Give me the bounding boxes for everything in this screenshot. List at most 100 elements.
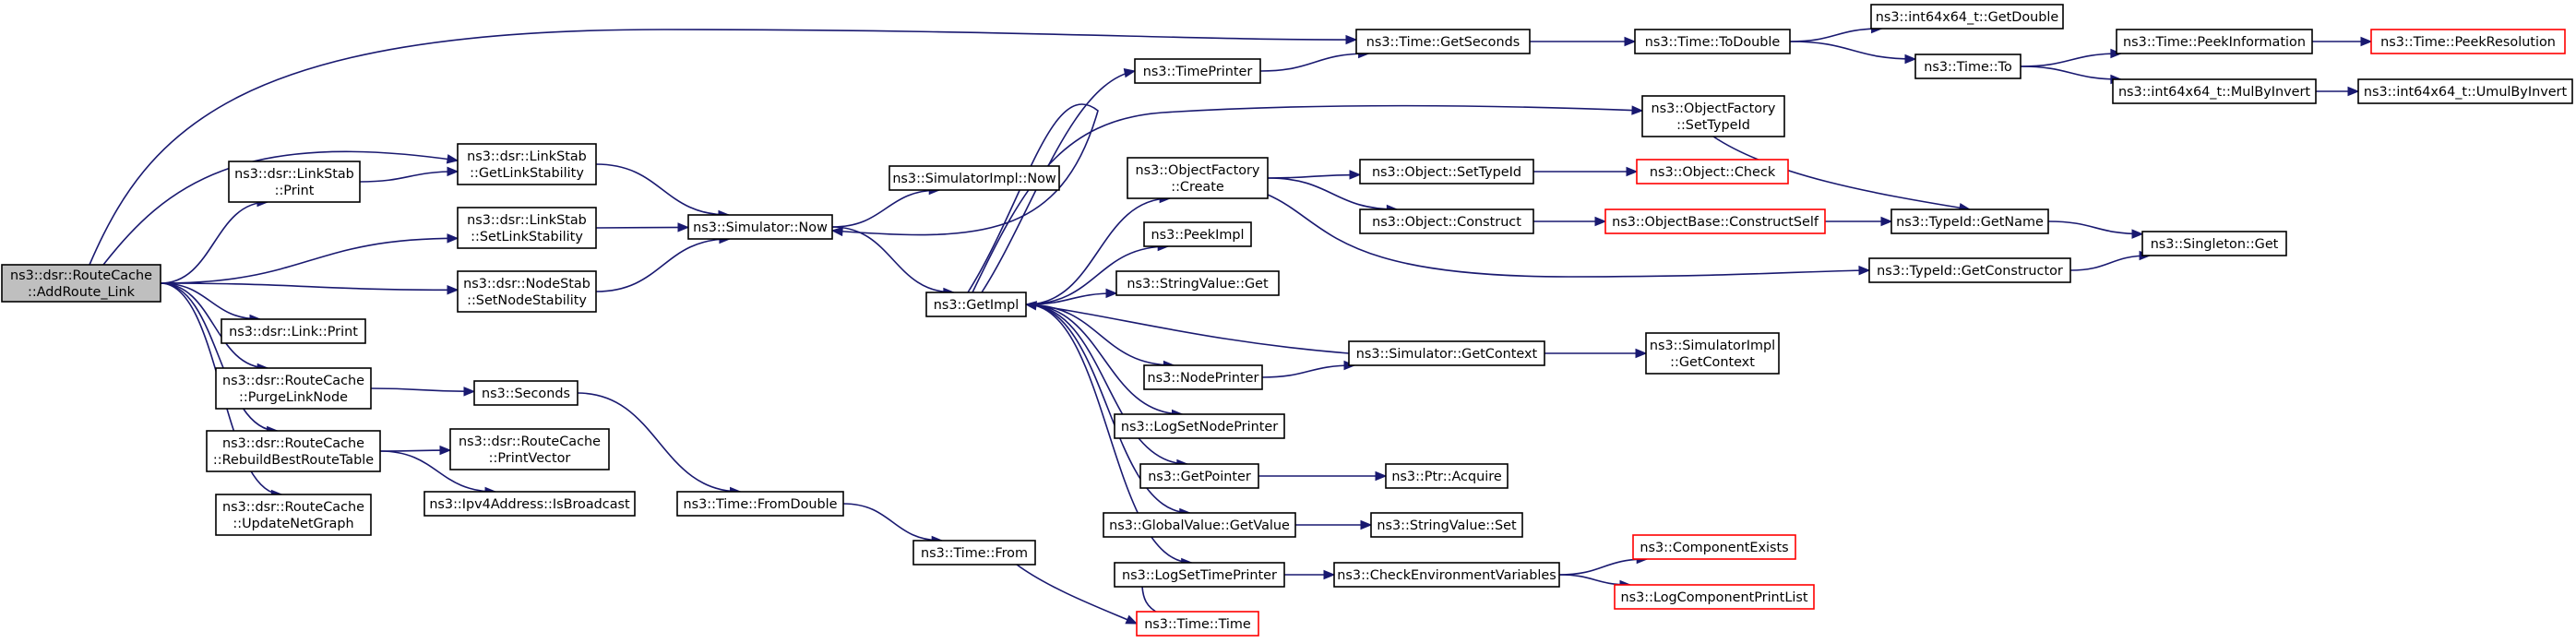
edge-n_todouble-to-n_timeto bbox=[1789, 41, 1917, 65]
node-logsettime[interactable]: ns3::LogSetTimePrinter bbox=[1114, 562, 1285, 588]
edge-n_typeidgetctor-to-n_singletonget bbox=[2069, 250, 2152, 271]
edge-arrowhead bbox=[1024, 301, 1038, 311]
node-label: ns3::SimulatorImpl::Now bbox=[892, 172, 1056, 186]
edge-arrowhead bbox=[1125, 614, 1139, 625]
node-box bbox=[449, 428, 610, 470]
node-setlinkstab[interactable]: ns3::dsr::LinkStab::SetLinkStability bbox=[457, 207, 597, 249]
node-ofcreate[interactable]: ns3::ObjectFactory::Create bbox=[1127, 157, 1269, 199]
node-peekres[interactable]: ns3::Time::PeekResolution bbox=[2370, 29, 2566, 54]
edge-line bbox=[102, 150, 459, 266]
node-label: ns3::Time::Time bbox=[1144, 617, 1251, 632]
edge-n_constructself-to-n_typeidgetname bbox=[1825, 216, 1893, 227]
node-rebuild[interactable]: ns3::dsr::RouteCache::RebuildBestRouteTa… bbox=[206, 430, 381, 472]
node-box bbox=[1359, 208, 1534, 234]
node-box bbox=[1634, 29, 1791, 54]
node-addroute[interactable]: ns3::dsr::RouteCache::AddRoute_Link bbox=[1, 264, 161, 303]
edge-n_getlinkstab-to-n_simnow bbox=[595, 163, 731, 220]
edge-line bbox=[1025, 304, 1175, 366]
node-ptracquire[interactable]: ns3::Ptr::Acquire bbox=[1385, 463, 1509, 489]
node-label: ::UpdateNetGraph bbox=[233, 517, 353, 531]
node-label: ns3::Ipv4Address::IsBroadcast bbox=[429, 497, 630, 512]
node-todouble[interactable]: ns3::Time::ToDouble bbox=[1634, 29, 1791, 54]
node-getpointer[interactable]: ns3::GetPointer bbox=[1139, 463, 1259, 489]
edge-arrowhead bbox=[463, 387, 476, 397]
node-dsrlinkstab_print[interactable]: ns3::dsr::LinkStab::Print bbox=[228, 161, 361, 203]
node-purge[interactable]: ns3::dsr::RouteCache::PurgeLinkNode bbox=[215, 367, 372, 410]
node-label: ::PurgeLinkNode bbox=[239, 390, 348, 405]
node-simimplctx[interactable]: ns3::SimulatorImpl::GetContext bbox=[1645, 332, 1780, 375]
node-mulbyinvert[interactable]: ns3::int64x64_t::MulByInvert bbox=[2112, 78, 2317, 104]
node-strvalset[interactable]: ns3::StringValue::Set bbox=[1370, 512, 1523, 538]
node-simnow[interactable]: ns3::Simulator::Now bbox=[687, 214, 833, 240]
node-getlinkstab[interactable]: ns3::dsr::LinkStab::GetLinkStability bbox=[457, 143, 597, 185]
node-timetime[interactable]: ns3::Time::Time bbox=[1136, 611, 1259, 637]
edge-arrowhead bbox=[2360, 36, 2373, 47]
node-label: ns3::Seconds bbox=[482, 387, 570, 401]
node-objconstruct[interactable]: ns3::Object::Construct bbox=[1359, 208, 1534, 234]
node-compexists[interactable]: ns3::ComponentExists bbox=[1632, 534, 1796, 560]
node-gvgetvalue[interactable]: ns3::GlobalValue::GetValue bbox=[1103, 512, 1296, 538]
node-ofsettypeid[interactable]: ns3::ObjectFactory::SetTypeId bbox=[1641, 95, 1785, 137]
edge-arrowhead bbox=[1323, 569, 1336, 580]
node-label: ns3::Singleton::Get bbox=[2151, 237, 2279, 252]
edge-line bbox=[1025, 304, 1192, 564]
node-box bbox=[457, 207, 597, 249]
edge-line bbox=[160, 201, 268, 284]
node-peekinfo[interactable]: ns3::Time::PeekInformation bbox=[2116, 29, 2313, 54]
node-singletonget[interactable]: ns3::Singleton::Get bbox=[2141, 231, 2287, 256]
edge-n_getseconds-to-n_todouble bbox=[1530, 36, 1637, 47]
node-simgetctx[interactable]: ns3::Simulator::GetContext bbox=[1348, 340, 1545, 366]
edge-arrowhead bbox=[1624, 36, 1637, 47]
edge-n_objconstruct-to-n_constructself bbox=[1533, 216, 1607, 227]
edge-n_getimpl-to-n_ofsettypeid bbox=[972, 104, 1644, 293]
node-getimpl[interactable]: ns3::GetImpl bbox=[925, 292, 1027, 317]
node-typeidgetname[interactable]: ns3::TypeId::GetName bbox=[1890, 208, 2049, 234]
edge-n_ofcreate-to-n_typeidgetctor bbox=[1267, 194, 1871, 278]
node-isbroadcast[interactable]: ns3::Ipv4Address::IsBroadcast bbox=[423, 491, 636, 517]
node-seconds[interactable]: ns3::Seconds bbox=[473, 380, 578, 406]
node-nodeprinter[interactable]: ns3::NodePrinter bbox=[1143, 364, 1263, 390]
node-strvalget[interactable]: ns3::StringValue::Get bbox=[1115, 270, 1280, 296]
node-logcomplist[interactable]: ns3::LogComponentPrintList bbox=[1614, 584, 1815, 610]
node-timefrom[interactable]: ns3::Time::From bbox=[912, 540, 1036, 566]
node-label: ns3::int64x64_t::UmulByInvert bbox=[2364, 85, 2568, 100]
edge-arrowhead bbox=[1631, 105, 1644, 115]
node-box bbox=[457, 270, 597, 313]
node-label: ns3::dsr::RouteCache bbox=[10, 268, 152, 283]
node-setnodestab[interactable]: ns3::dsr::NodeStab::SetNodeStability bbox=[457, 270, 597, 313]
node-label: ns3::Object::SetTypeId bbox=[1372, 165, 1521, 180]
edge-n_typeidgetname-to-n_singletonget bbox=[2047, 220, 2144, 239]
node-getseconds[interactable]: ns3::Time::GetSeconds bbox=[1355, 29, 1531, 54]
node-timeprinter[interactable]: ns3::TimePrinter bbox=[1134, 58, 1261, 84]
node-fromdouble[interactable]: ns3::Time::FromDouble bbox=[676, 491, 844, 517]
edge-n_simgetctx-to-n_getimpl bbox=[1024, 301, 1350, 354]
edge-line bbox=[160, 282, 459, 292]
node-checkenv[interactable]: ns3::CheckEnvironmentVariables bbox=[1333, 562, 1560, 588]
node-box bbox=[206, 430, 381, 472]
node-label: ::Print bbox=[275, 184, 315, 198]
node-timeto[interactable]: ns3::Time::To bbox=[1914, 54, 2021, 79]
edge-n_dsrlinkstab_print-to-n_getlinkstab bbox=[359, 166, 459, 183]
edge-line bbox=[2069, 255, 2151, 271]
node-updatenet[interactable]: ns3::dsr::RouteCache::UpdateNetGraph bbox=[215, 494, 372, 536]
node-logsetnode[interactable]: ns3::LogSetNodePrinter bbox=[1114, 413, 1285, 439]
node-peekimpl[interactable]: ns3::PeekImpl bbox=[1143, 221, 1252, 247]
edge-line bbox=[160, 282, 261, 320]
node-typeidgetctor[interactable]: ns3::TypeId::GetConstructor bbox=[1868, 257, 2071, 283]
node-printvector[interactable]: ns3::dsr::RouteCache::PrintVector bbox=[449, 428, 610, 470]
node-box bbox=[1115, 270, 1280, 296]
edge-line bbox=[1558, 574, 1631, 586]
node-umulbyinvert[interactable]: ns3::int64x64_t::UmulByInvert bbox=[2357, 78, 2573, 104]
node-constructself[interactable]: ns3::ObjectBase::ConstructSelf bbox=[1604, 208, 1826, 234]
node-setsettypeid_o[interactable]: ns3::Object::SetTypeId bbox=[1359, 159, 1534, 185]
node-box bbox=[1359, 159, 1534, 185]
node-label: ns3::SimulatorImpl bbox=[1650, 339, 1775, 353]
node-box bbox=[2370, 29, 2566, 54]
node-simimplnow[interactable]: ns3::SimulatorImpl::Now bbox=[888, 165, 1060, 191]
node-objcheck[interactable]: ns3::Object::Check bbox=[1636, 159, 1789, 185]
edge-n_nodeprinter-to-n_simgetctx bbox=[1261, 360, 1356, 378]
edge-line bbox=[1267, 173, 1361, 179]
node-getdouble[interactable]: ns3::int64x64_t::GetDouble bbox=[1870, 4, 2064, 30]
node-box bbox=[1134, 58, 1261, 84]
node-link_print[interactable]: ns3::dsr::Link::Print bbox=[221, 318, 366, 344]
